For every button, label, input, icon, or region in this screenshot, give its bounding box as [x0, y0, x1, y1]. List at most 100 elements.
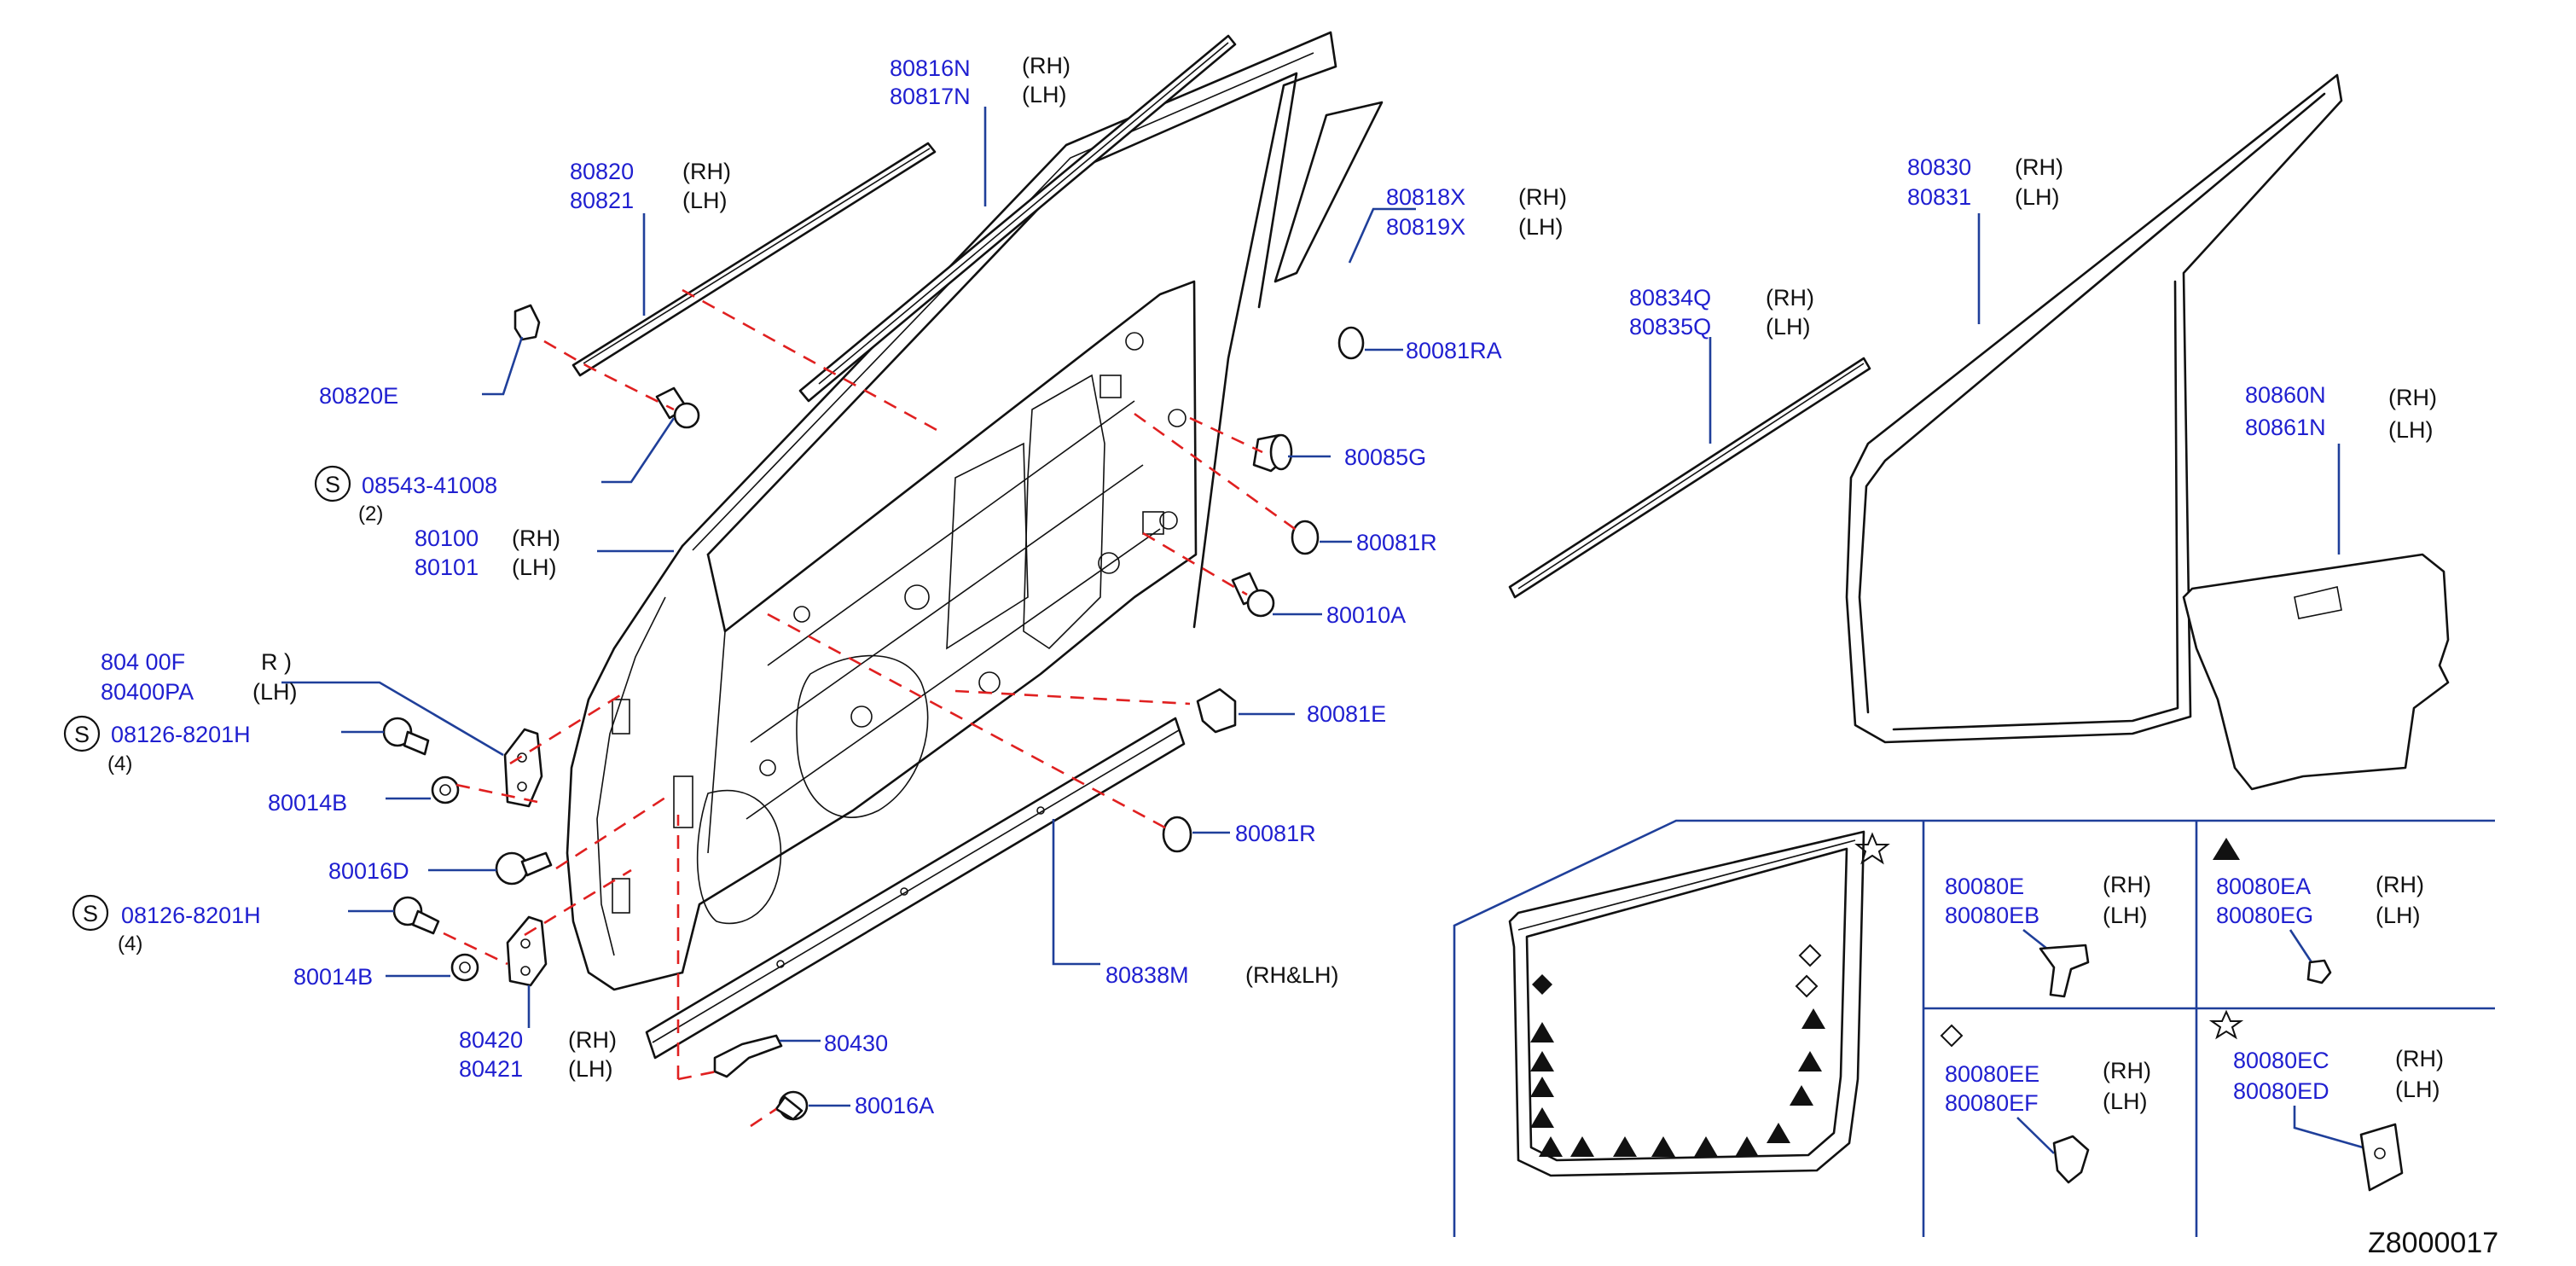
svg-text:80861N: 80861N: [2245, 415, 2326, 440]
hinge-upper-80400[interactable]: [503, 728, 543, 808]
bolt-80016D[interactable]: [495, 851, 553, 886]
clip-location-panel: 80080E (RH) 80080EB (LH) 80080EA (RH) 80…: [1453, 819, 2495, 1237]
hinge-lower-80420[interactable]: [506, 915, 548, 987]
label-80014B-lower: 80014B: [293, 964, 373, 990]
nut-80014B-lower[interactable]: [450, 953, 479, 982]
svg-text:(LH): (LH): [252, 679, 298, 705]
front-door-shell[interactable]: [566, 31, 1337, 991]
svg-text:08126-8201H: 08126-8201H: [121, 903, 261, 928]
svg-text:(RH): (RH): [568, 1027, 617, 1053]
svg-text:80834Q: 80834Q: [1629, 285, 1711, 311]
belt-weatherstrip-80834[interactable]: [1508, 357, 1871, 599]
lower-moulding-80838M[interactable]: [645, 717, 1186, 1060]
label-80860: 80860N (RH) 80861N (LH): [2245, 382, 2437, 443]
svg-text:(2): (2): [358, 502, 383, 526]
legend-open-diamond: 80080EE (RH) 80080EF (LH): [1940, 1024, 2151, 1184]
bolt-80010A[interactable]: [1231, 572, 1275, 618]
bolt-08126-upper[interactable]: [382, 717, 430, 756]
svg-text:80080ED: 80080ED: [2233, 1078, 2329, 1104]
map-diamond-open-markers: [1795, 944, 1822, 998]
grommet-80081R-upper[interactable]: [1291, 520, 1320, 555]
map-diamond-filled: [1532, 974, 1552, 995]
grommet-80081RA[interactable]: [1337, 326, 1365, 360]
svg-text:(RH): (RH): [1766, 285, 1814, 311]
legend-filled-diamond: 80080E (RH) 80080EB (LH): [1945, 872, 2151, 998]
label-80816: 80816N (RH) 80817N (LH): [890, 53, 1070, 109]
svg-text:(4): (4): [107, 752, 132, 775]
svg-text:S: S: [325, 472, 340, 497]
leader-lines: [281, 107, 2341, 1107]
filled-triangle-icon: [2213, 838, 2240, 860]
sash-moulding-80816[interactable]: [798, 34, 1237, 403]
bolt-80016A[interactable]: [775, 1090, 809, 1121]
svg-text:80820: 80820: [570, 159, 634, 184]
label-80830: 80830 (RH) 80831 (LH): [1907, 154, 2063, 210]
svg-text:(RH): (RH): [1518, 184, 1567, 210]
check-link-80430[interactable]: [713, 1034, 783, 1078]
label-08126-upper: S 08126-8201H (4): [63, 715, 251, 775]
svg-text:(RH): (RH): [512, 526, 560, 551]
label-80081R-lower: 80081R: [1235, 821, 1316, 846]
svg-text:S: S: [74, 722, 90, 747]
svg-text:804 00F: 804 00F: [101, 649, 185, 675]
svg-text:(LH): (LH): [1022, 82, 1067, 107]
svg-text:(RH): (RH): [1022, 53, 1070, 78]
label-80014B-upper: 80014B: [268, 790, 347, 816]
legend-star: 80080EC (RH) 80080ED (LH): [2208, 1009, 2444, 1192]
label-80010A: 80010A: [1326, 602, 1406, 628]
svg-text:(RH): (RH): [2015, 154, 2063, 180]
svg-text:(LH): (LH): [2103, 1089, 2148, 1114]
svg-text:80821: 80821: [570, 188, 634, 213]
svg-text:80080EE: 80080EE: [1945, 1061, 2039, 1087]
label-80100: 80100 (RH) 80101 (LH): [415, 526, 560, 580]
svg-text:80817N: 80817N: [890, 84, 971, 109]
corner-cover-80818[interactable]: [1273, 101, 1384, 283]
svg-text:(LH): (LH): [2015, 184, 2060, 210]
svg-text:80100: 80100: [415, 526, 479, 551]
door-weatherstrip-80830[interactable]: [1845, 73, 2343, 744]
bolt-08126-lower[interactable]: [392, 896, 440, 935]
svg-text:80101: 80101: [415, 555, 479, 580]
label-80820: 80820 (RH) 80821 (LH): [570, 159, 731, 213]
svg-text:80838M: 80838M: [1105, 962, 1189, 988]
label-80081E: 80081E: [1307, 701, 1386, 727]
svg-text:(RH): (RH): [2103, 872, 2151, 897]
svg-text:(RH): (RH): [2103, 1058, 2151, 1083]
clip-80820E[interactable]: [513, 304, 541, 341]
grommet-80081R-lower[interactable]: [1162, 816, 1192, 853]
bolt-08543[interactable]: [655, 386, 700, 429]
nut-80014B-upper[interactable]: [431, 775, 460, 804]
svg-text:(LH): (LH): [2395, 1077, 2440, 1102]
clip-80081E[interactable]: [1196, 688, 1237, 734]
sealing-screen-80860[interactable]: [2182, 553, 2450, 791]
bumper-80085G[interactable]: [1252, 433, 1293, 473]
svg-text:(RH): (RH): [2388, 385, 2437, 410]
svg-text:80835Q: 80835Q: [1629, 314, 1711, 340]
svg-text:(RH): (RH): [2376, 872, 2424, 897]
svg-text:80860N: 80860N: [2245, 382, 2326, 408]
svg-text:80080E: 80080E: [1945, 874, 2024, 899]
label-80818: 80818X (RH) 80819X (LH): [1386, 184, 1567, 240]
svg-text:80400PA: 80400PA: [101, 679, 194, 705]
star-icon: [2208, 1009, 2244, 1040]
label-08543: S 08543-41008 (2): [314, 465, 497, 526]
svg-text:80816N: 80816N: [890, 55, 971, 81]
diagram-code: Z8000017: [2368, 1227, 2498, 1259]
label-80420: 80420 (RH) 80421 (LH): [459, 1027, 617, 1082]
svg-text:80420: 80420: [459, 1027, 523, 1053]
svg-text:08543-41008: 08543-41008: [362, 473, 497, 498]
svg-text:(RH&LH): (RH&LH): [1245, 962, 1339, 988]
svg-text:80080EG: 80080EG: [2216, 903, 2313, 928]
belt-moulding-80820[interactable]: [571, 142, 937, 377]
svg-text:(LH): (LH): [2376, 903, 2421, 928]
svg-text:(LH): (LH): [1766, 314, 1811, 340]
svg-text:(LH): (LH): [2388, 417, 2434, 443]
svg-text:80831: 80831: [1907, 184, 1971, 210]
svg-text:(LH): (LH): [512, 555, 557, 580]
map-star-marker: [1854, 832, 1890, 865]
svg-text:(LH): (LH): [568, 1056, 613, 1082]
label-80085G: 80085G: [1344, 444, 1426, 470]
label-80400: 804 00F R ) 80400PA (LH): [101, 649, 298, 705]
svg-text:80818X: 80818X: [1386, 184, 1465, 210]
